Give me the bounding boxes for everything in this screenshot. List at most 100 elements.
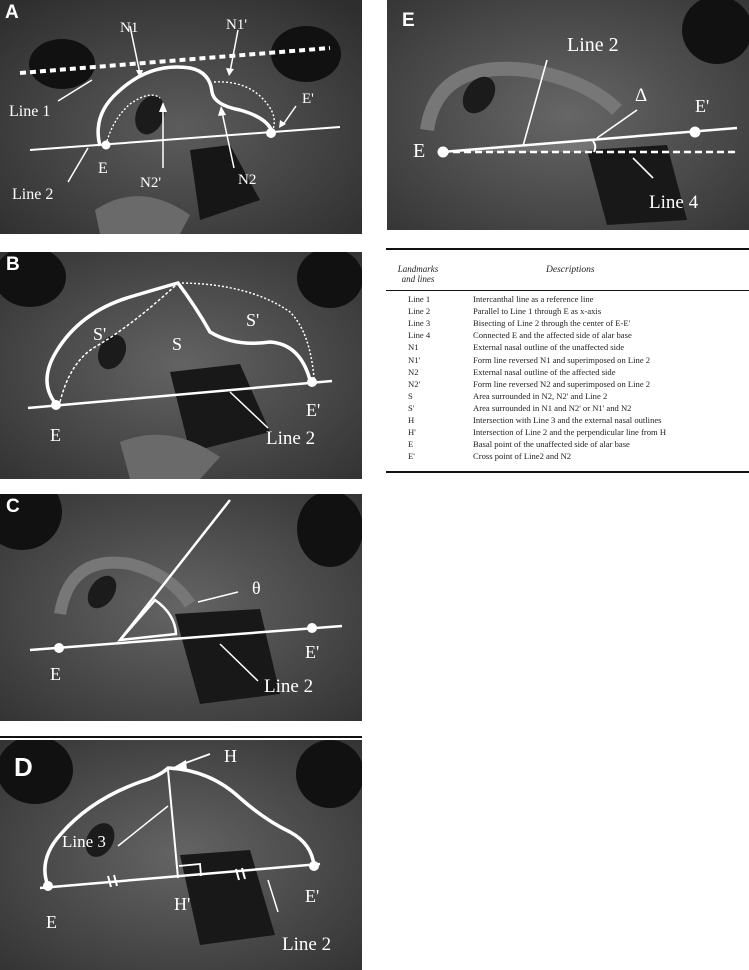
- table-row: S' Area surrounded in N1 and N2' or N1' a…: [386, 403, 749, 414]
- table-cell-description: Form line reversed N2 and superimposed o…: [473, 378, 651, 389]
- outline-n1-reversed: [105, 94, 161, 146]
- left-eye-mask: [0, 740, 73, 804]
- right-eye-mask: [296, 740, 362, 808]
- table-row: N2 External nasal outline of the affected…: [386, 367, 749, 378]
- angle-delta-wedge: [442, 140, 594, 152]
- label-s-prime-left: S': [93, 324, 107, 344]
- table-cell-description: Area surrounded in N1 and N2' or N1' and…: [473, 402, 632, 413]
- table-header-rule: [386, 290, 749, 291]
- point-e-prime: [266, 128, 276, 138]
- table-cell-term: N2': [408, 378, 421, 389]
- label-line-2: Line 2: [567, 34, 619, 56]
- label-e-prime: E': [305, 886, 320, 906]
- table-row: N1'Form line reversed N1 and superimpose…: [386, 355, 749, 366]
- panel-c-letter: C: [6, 496, 20, 517]
- table-cell-term: S: [408, 390, 413, 401]
- right-eye-mask: [271, 26, 341, 82]
- table-cell-description: Form line reversed N1 and superimposed o…: [473, 354, 651, 365]
- label-e: E: [413, 140, 426, 162]
- table-cell-description: External nasal outline of the affected s…: [473, 366, 616, 377]
- point-e-prime: [689, 126, 701, 138]
- panel-c: C θ E E' Line 2: [0, 494, 362, 721]
- left-eye-mask: [29, 39, 95, 89]
- line-3: [167, 769, 179, 879]
- table-row: N2' Form line reversed N2 and superimpose…: [386, 379, 749, 390]
- table-bottom-rule: [386, 471, 749, 473]
- point-e: [101, 140, 111, 150]
- right-eye-mask: [297, 494, 362, 567]
- table-header-landmarks-line1: Landmarks: [397, 264, 439, 274]
- table-cell-description: Parallel to Line 1 through E as x-axis: [473, 306, 602, 317]
- label-e: E: [46, 912, 57, 932]
- tick-left: [107, 874, 118, 888]
- point-e: [51, 400, 61, 410]
- panel-b-letter: B: [6, 254, 20, 275]
- label-h: H: [224, 746, 237, 766]
- angle-delta-arc: [592, 140, 597, 153]
- label-line-2: Line 2: [12, 186, 54, 203]
- tick-right: [235, 867, 246, 881]
- point-e-prime: [307, 377, 317, 387]
- point-e: [54, 643, 64, 653]
- label-theta: θ: [252, 578, 261, 598]
- label-e-prime: E': [302, 91, 314, 107]
- label-s: S: [172, 334, 183, 354]
- label-line-1: Line 1: [9, 103, 51, 120]
- label-h-prime: H': [174, 894, 191, 914]
- label-e-prime: E': [695, 96, 710, 116]
- line-1: [19, 46, 331, 75]
- panel-d-letter: D: [14, 752, 33, 782]
- line-2: [29, 126, 341, 151]
- line-2-to-e-prime: [441, 126, 738, 154]
- panel-a: A N1 N1' E' Line 1 E N2' N2 Line 2: [0, 0, 362, 234]
- label-e: E: [50, 425, 61, 445]
- label-line-2: Line 2: [264, 676, 314, 697]
- table-cell-description: Area surrounded in N2, N2' and Line 2: [473, 390, 608, 401]
- table-cell-term: S': [408, 402, 415, 413]
- point-e: [437, 146, 449, 158]
- panel-a-letter: A: [5, 2, 19, 23]
- right-eye-mask: [682, 0, 749, 64]
- label-s-prime-right: S': [246, 310, 260, 330]
- panel-e: E Line 2 Δ E' E Line 4: [387, 0, 749, 230]
- line-2: [39, 862, 321, 890]
- table-cell-description: Intersection with Line 3 and the externa…: [473, 415, 662, 425]
- line-2: [27, 379, 333, 410]
- angle-arc-theta: [116, 598, 178, 642]
- outline-n2-reversed: [59, 284, 177, 403]
- label-line-3: Line 3: [62, 832, 106, 851]
- table-cell-description: Bisecting of Line 2 through the center o…: [473, 318, 631, 329]
- label-line-2: Line 2: [266, 428, 316, 449]
- table-cell-term: Line 4: [408, 330, 431, 341]
- label-n1: N1: [120, 20, 139, 36]
- panel-e-letter: E: [402, 10, 415, 31]
- right-angle-marker: [178, 863, 202, 877]
- label-e: E: [98, 160, 108, 177]
- table-cell-description: Intersection of Line 2 and the perpendic…: [473, 427, 667, 438]
- point-e-prime: [307, 623, 317, 633]
- label-n2: N2: [238, 172, 257, 188]
- line-2: [29, 624, 343, 652]
- panel-a-figure: [0, 0, 362, 234]
- left-eye-mask: [0, 252, 66, 307]
- label-e-prime: E': [306, 400, 321, 420]
- panel-d-figure: [0, 740, 362, 970]
- table-header-landmarks-line2: and lines: [401, 274, 435, 284]
- table-cell-term: N2: [408, 366, 419, 377]
- table-cell-term: E': [408, 451, 415, 462]
- table-cell-description: Intercanthal line as a reference line: [473, 294, 594, 304]
- table-cell-description: Basal point of the unaffected side of al…: [473, 439, 630, 450]
- table-cell-term: N1: [408, 342, 419, 353]
- panel-d: D H Line 3 E H' E' Line 2: [0, 740, 362, 970]
- panel-b-figure: [0, 252, 362, 479]
- label-e-prime: E': [305, 642, 320, 662]
- label-line-4: Line 4: [649, 192, 699, 213]
- table-cell-term: Line 1: [408, 294, 431, 304]
- table-row: H'Intersection of Line 2 and the perpend…: [386, 427, 749, 438]
- table-row: Line 1 Intercanthal line as a reference l…: [386, 294, 749, 305]
